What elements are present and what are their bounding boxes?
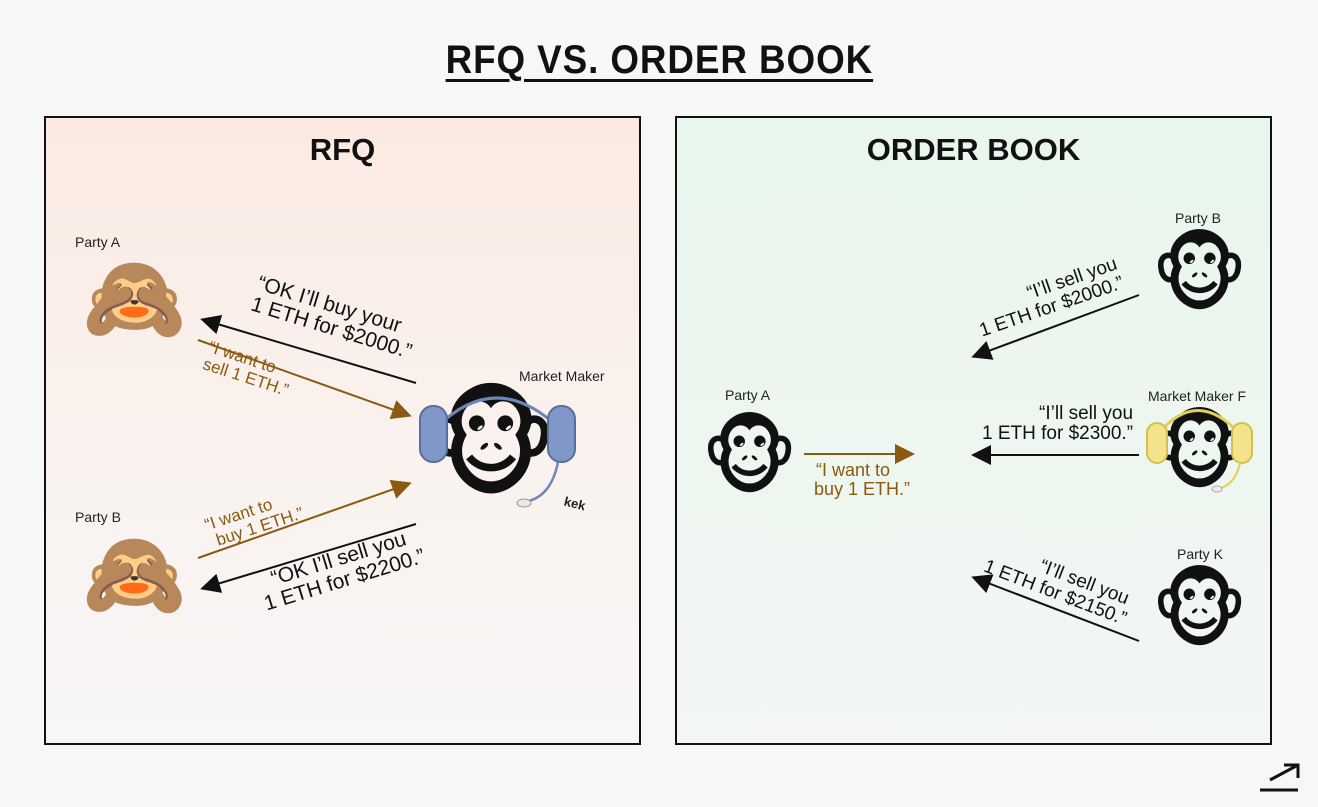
order-book-heading: ORDER BOOK bbox=[866, 132, 1081, 167]
monkey-face-icon: 🐵 bbox=[1151, 225, 1249, 323]
see-no-evil-monkey-icon: 🙈 bbox=[82, 249, 187, 347]
arrow-logo-icon bbox=[1260, 763, 1300, 792]
rfq-party-a-label: Party A bbox=[75, 234, 121, 250]
rfq-arrow-a-to-mm bbox=[197, 339, 412, 420]
ob-party-a-label: Party A bbox=[725, 387, 771, 403]
ob-arrow-party-k-offer bbox=[971, 574, 1140, 642]
headset-icon bbox=[419, 396, 576, 508]
quote-line: “I want to bbox=[816, 460, 891, 480]
order-book-arrows bbox=[804, 294, 1140, 642]
monkey-face-icon: 🐵 bbox=[1151, 561, 1249, 659]
see-no-evil-monkey-icon: 🙈 bbox=[82, 525, 187, 623]
headset-icon bbox=[1146, 409, 1253, 493]
ob-party-b-label: Party B bbox=[1175, 210, 1221, 226]
rfq-arrow-mm-to-a bbox=[200, 314, 417, 384]
ob-mm-f-offer: “I’ll sell you 1 ETH for $2300.” bbox=[982, 404, 1133, 444]
ob-arrow-party-b-offer bbox=[971, 294, 1140, 360]
order-book-panel: ORDER BOOK Party A 🐵 Party B 🐵 Market Ma… bbox=[675, 116, 1272, 745]
rfq-heading: RFQ bbox=[309, 132, 376, 167]
rfq-arrow-b-to-mm bbox=[197, 479, 412, 559]
monkey-face-icon: 🐵 bbox=[701, 408, 799, 506]
ob-party-a-request: “I want to buy 1 ETH.” bbox=[814, 461, 910, 499]
rfq-arrow-mm-to-b bbox=[200, 523, 417, 593]
ob-market-maker-f-label: Market Maker F bbox=[1148, 388, 1247, 404]
ob-party-k-label: Party K bbox=[1177, 546, 1223, 562]
rfq-party-b-label: Party B bbox=[75, 509, 121, 525]
rfq-panel: RFQ Party A 🙈 Party B 🙈 Market Maker 🐵 k… bbox=[44, 116, 641, 745]
rfq-market-maker-label: Market Maker bbox=[519, 368, 605, 384]
page-title: RFQ VS. ORDER BOOK bbox=[445, 38, 873, 82]
quote-line: buy 1 ETH.” bbox=[814, 478, 911, 499]
rfq-arrows bbox=[197, 314, 417, 593]
quote-line: 1 ETH for $2300.” bbox=[982, 422, 1134, 444]
quote-line: “I’ll sell you bbox=[1039, 403, 1134, 424]
